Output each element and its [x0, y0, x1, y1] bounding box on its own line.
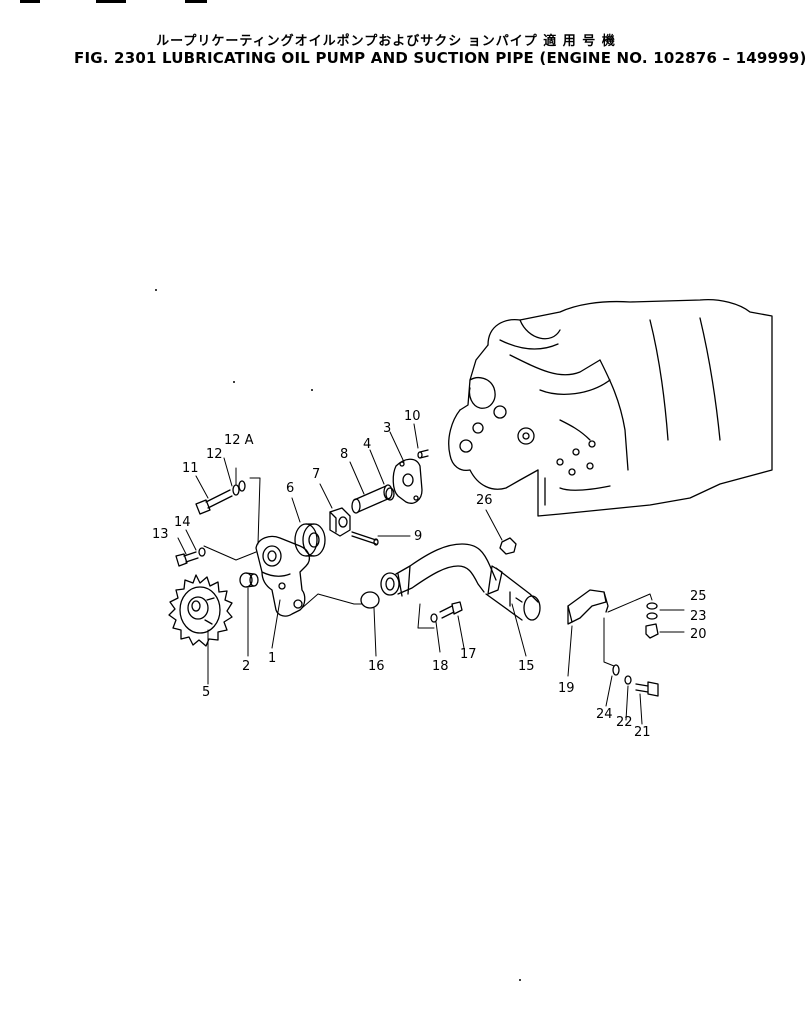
callout-3: 3: [383, 421, 391, 436]
bolt-17: [439, 601, 463, 619]
dowel: [417, 449, 429, 459]
callout-1: 1: [268, 651, 276, 666]
scan-mark: [185, 0, 207, 3]
callout-16: 16: [368, 659, 385, 674]
callout-2: 2: [242, 659, 250, 674]
bolt-21: [635, 681, 659, 697]
o-ring: [360, 591, 380, 609]
callout-7: 7: [312, 467, 320, 482]
bushing: [239, 572, 259, 588]
washer-14: [198, 547, 206, 557]
callout-labels: 1 2 3 4 5 6 7 8 9 10 11 12 12 A 13 14 15…: [152, 409, 707, 740]
callout-17: 17: [460, 647, 477, 662]
callout-6: 6: [286, 481, 294, 496]
callout-14: 14: [174, 515, 191, 530]
callout-18: 18: [432, 659, 449, 674]
engine-block: [448, 298, 773, 517]
pump-cover: [392, 458, 423, 504]
callout-11: 11: [182, 461, 199, 476]
callout-24: 24: [596, 707, 613, 722]
callout-25: 25: [690, 589, 707, 604]
washer-12a: [238, 480, 246, 492]
outer-rotor: [294, 523, 326, 557]
title-japanese: ループリケーティングオイルポンプおよびサクシ ョンパイプ 適 用 号 機: [156, 34, 616, 49]
washer-22: [624, 675, 632, 685]
callout-8: 8: [340, 447, 348, 462]
drive-gear: [168, 574, 233, 647]
bolt-13: [175, 551, 199, 567]
callout-15: 15: [518, 659, 535, 674]
washer-25: [646, 602, 658, 610]
pin: [351, 531, 379, 546]
callout-13: 13: [152, 527, 169, 542]
callout-4: 4: [363, 437, 371, 452]
oil-pump-body: [255, 535, 311, 617]
nut-20: [645, 623, 659, 639]
bolt-11: [195, 489, 233, 515]
callout-10: 10: [404, 409, 421, 424]
callout-20: 20: [690, 627, 707, 642]
drive-shaft: [351, 484, 393, 514]
washer-12: [232, 484, 240, 496]
callout-22: 22: [616, 715, 633, 730]
suction-pipe: [380, 543, 541, 621]
callout-12: 12: [206, 447, 223, 462]
inner-rotor: [329, 507, 351, 537]
exploded-parts-diagram: 1 2 3 4 5 6 7 8 9 10 11 12 12 A 13 14 15…: [152, 289, 773, 981]
washer-23: [646, 612, 658, 620]
ring: [385, 487, 395, 501]
figure-title: FIG. 2301 LUBRICATING OIL PUMP AND SUCTI…: [74, 49, 807, 67]
scan-dots: [155, 289, 521, 981]
bracket: [567, 589, 609, 625]
washer-24: [612, 664, 620, 676]
callout-9: 9: [414, 529, 422, 544]
callout-12a: 12 A: [224, 433, 254, 448]
nut-26: [499, 537, 517, 555]
leader-lines: [177, 423, 685, 725]
callout-19: 19: [558, 681, 575, 696]
callout-26: 26: [476, 493, 493, 508]
callout-23: 23: [690, 609, 707, 624]
callout-5: 5: [202, 685, 210, 700]
scan-mark: [96, 0, 126, 3]
scan-mark: [20, 0, 40, 3]
washer-18: [430, 613, 438, 623]
callout-21: 21: [634, 725, 651, 740]
